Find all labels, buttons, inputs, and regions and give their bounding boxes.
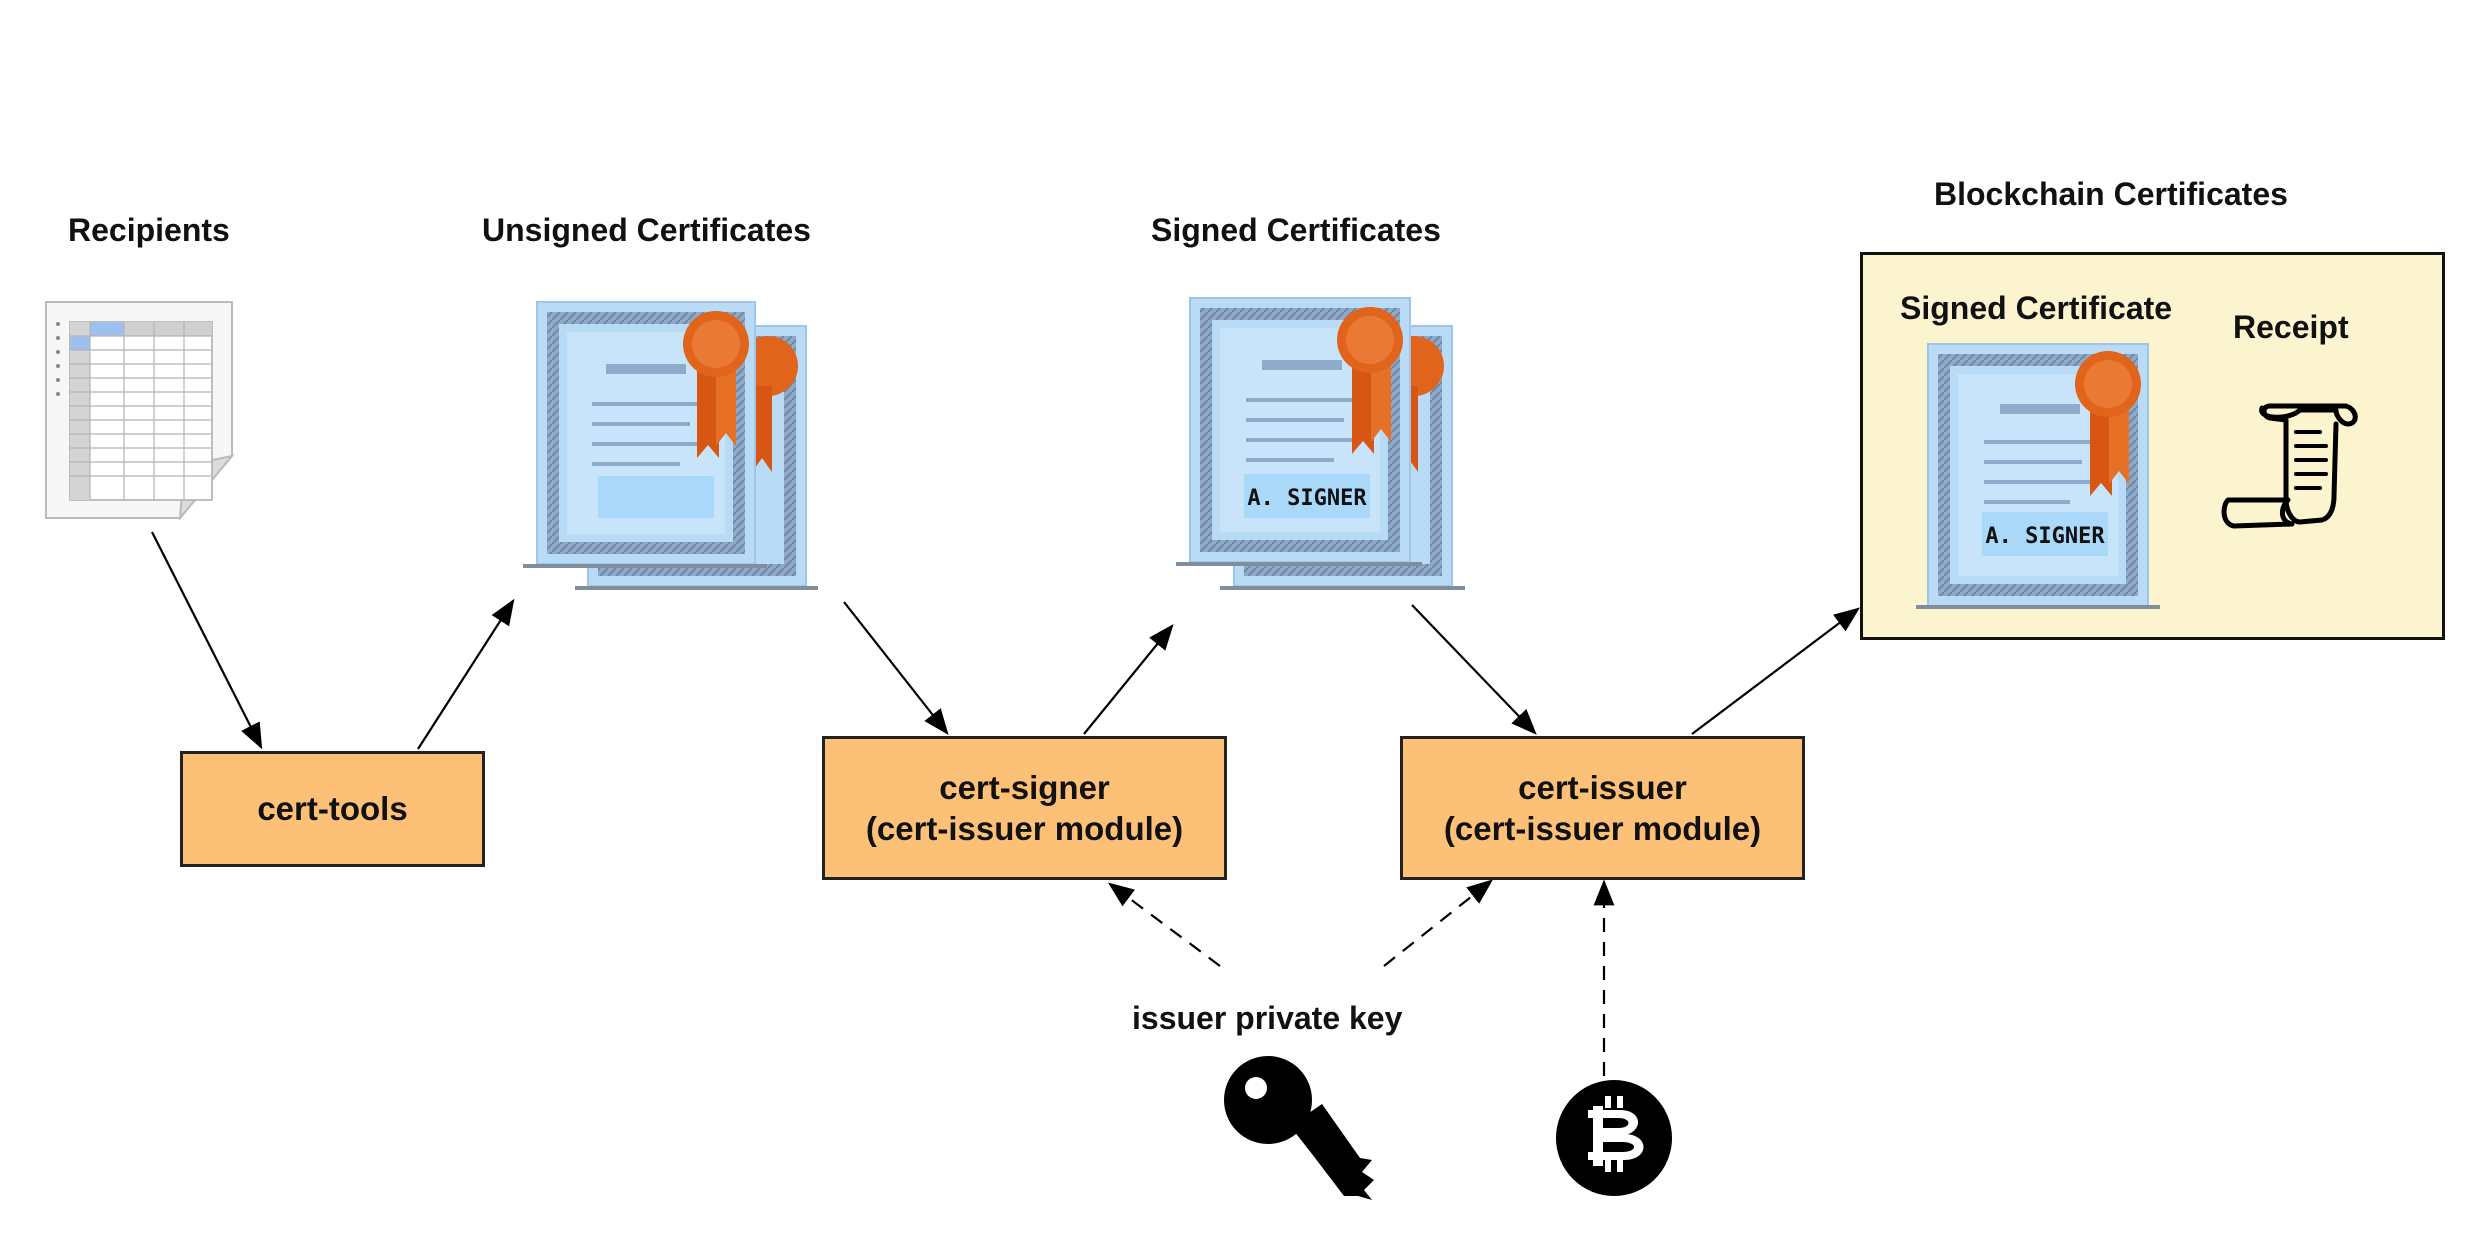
cert-signer-label: cert-signer [939, 768, 1110, 806]
cert-tools-box[interactable]: cert-tools [180, 751, 485, 867]
bitcoin-icon [1556, 1080, 1672, 1196]
signed-certificate-front: A. SIGNER [1176, 297, 1422, 566]
cert-issuer-box[interactable]: cert-issuer (cert-issuer module) [1400, 736, 1805, 880]
arrow-cert-issuer-to-blockchain [1691, 607, 1861, 735]
ribbon-seal-icon [683, 311, 749, 458]
recipients-title: Recipients [68, 212, 230, 248]
signed-certificate-stack: A. SIGNER [1176, 297, 1465, 590]
arrow-recipients-to-cert-tools [151, 531, 263, 750]
spreadsheet-icon [45, 301, 235, 522]
unsigned-certificate-front [523, 301, 767, 568]
arrow-key-to-cert-issuer [1383, 879, 1494, 967]
dashed-input-arrows [1107, 879, 1615, 1076]
issuer-private-key-label: issuer private key [1132, 1000, 1403, 1036]
container-certificate-signer-text: A. SIGNER [1985, 524, 2105, 549]
key-icon [1224, 1056, 1374, 1200]
arrow-unsigned-to-cert-signer [843, 601, 949, 736]
signed-certificate-signer-text: A. SIGNER [1247, 486, 1367, 511]
flow-arrows [151, 531, 1861, 750]
cert-issuer-label: cert-issuer [1518, 768, 1687, 806]
arrow-cert-tools-to-unsigned [417, 598, 515, 750]
ribbon-seal-icon [1337, 307, 1403, 454]
arrow-cert-signer-to-signed [1083, 623, 1174, 735]
cert-tools-label: cert-tools [257, 790, 408, 828]
blockchain-certificates-title: Blockchain Certificates [1934, 176, 2288, 212]
unsigned-certificate-stack [523, 301, 818, 590]
container-signed-certificate-label: Signed Certificate [1900, 290, 2173, 326]
container-receipt-label: Receipt [2233, 309, 2349, 345]
arrow-key-to-cert-signer [1107, 882, 1221, 967]
receipt-scroll-icon [2221, 403, 2358, 529]
arrow-signed-to-cert-issuer [1411, 604, 1537, 735]
cert-signer-module-label: (cert-issuer module) [865, 810, 1184, 847]
container-certificate-icon: A. SIGNER [1916, 343, 2160, 609]
signed-certificates-title: Signed Certificates [1151, 212, 1441, 248]
ribbon-seal-icon [2075, 351, 2141, 496]
cert-signer-box[interactable]: cert-signer (cert-issuer module) [822, 736, 1227, 880]
unsigned-certificates-title: Unsigned Certificates [482, 212, 811, 248]
cert-issuer-module-label: (cert-issuer module) [1443, 810, 1762, 847]
